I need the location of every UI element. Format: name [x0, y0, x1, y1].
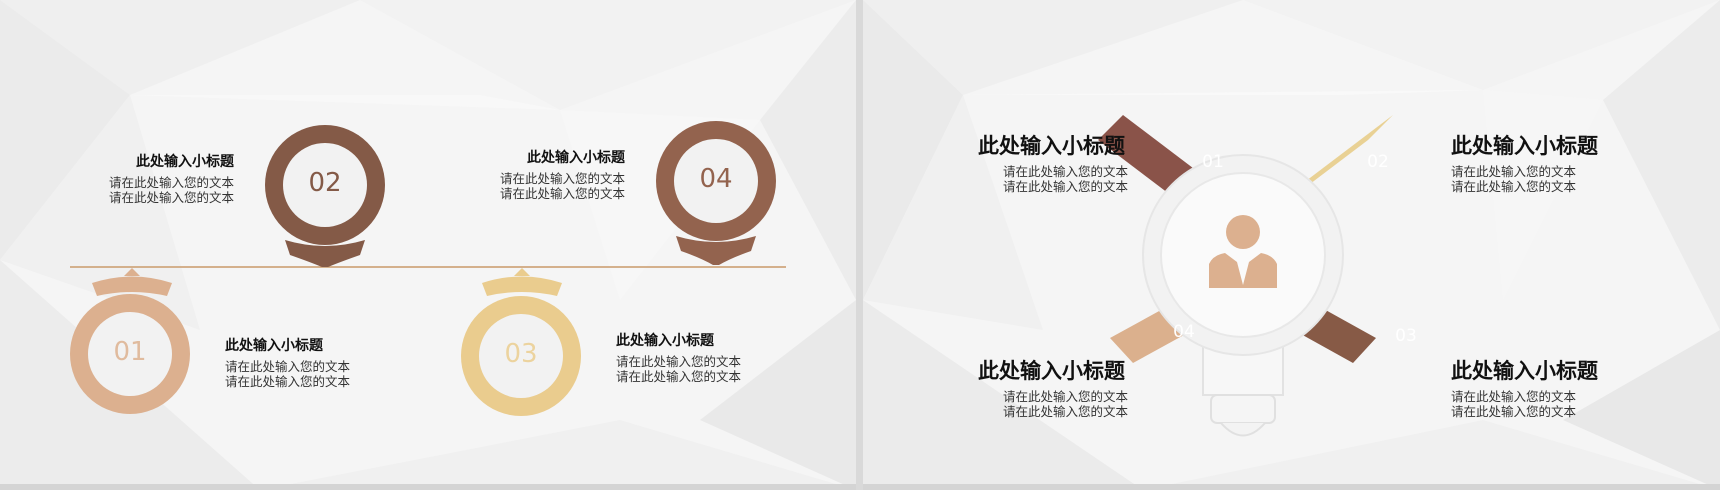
slide-lightbulb: 01 02 03 04 此处输入小标题 请在此处输入您的文本 请在此处输入您的文…: [863, 0, 1720, 490]
center-disc: [1160, 172, 1326, 338]
marker-02: [265, 125, 385, 267]
body-line: 请在此处输入您的文本: [225, 359, 351, 374]
body-line: 请在此处输入您的文本: [225, 374, 351, 389]
step-number-04: 04: [699, 164, 733, 194]
body-line: 请在此处输入您的文本: [1451, 389, 1577, 404]
subtitle-04: 此处输入小标题: [527, 150, 625, 166]
subtitle-01: 此处输入小标题: [978, 134, 1125, 158]
arm-number-01: 01: [1202, 152, 1224, 172]
subtitle-04: 此处输入小标题: [978, 359, 1125, 383]
text-block-04: 此处输入小标题 请在此处输入您的文本 请在此处输入您的文本: [497, 147, 625, 201]
body-line: 请在此处输入您的文本: [1451, 404, 1577, 419]
text-block-04: 此处输入小标题 请在此处输入您的文本 请在此处输入您的文本: [978, 355, 1138, 419]
body-line: 请在此处输入您的文本: [499, 186, 625, 201]
step-number-02: 02: [308, 168, 342, 198]
body-line: 请在此处输入您的文本: [108, 175, 234, 190]
step-number-03: 03: [504, 339, 538, 369]
body-line: 请在此处输入您的文本: [616, 354, 742, 369]
arm-number-02: 02: [1367, 152, 1389, 172]
text-block-03: 此处输入小标题 请在此处输入您的文本 请在此处输入您的文本: [616, 330, 741, 384]
arm-number-03: 03: [1395, 326, 1417, 346]
marker-04: [656, 121, 776, 265]
subtitle-03: 此处输入小标题: [616, 333, 714, 349]
subtitle-01: 此处输入小标题: [225, 338, 323, 354]
body-line: 请在此处输入您的文本: [499, 171, 625, 186]
slide-timeline: 02 04 01 03 此处输入小标题 请在此处输入您的文本 请在此处输入您的文…: [0, 0, 856, 490]
lowpoly-background: [863, 0, 1720, 490]
body-line: 请在此处输入您的文本: [1451, 179, 1577, 194]
text-block-03: 此处输入小标题 请在此处输入您的文本 请在此处输入您的文本: [1451, 355, 1611, 419]
body-line: 请在此处输入您的文本: [1003, 404, 1129, 419]
lightbulb-base: [1210, 394, 1276, 424]
marker-03: [461, 268, 581, 416]
body-line: 请在此处输入您的文本: [1451, 164, 1577, 179]
text-block-01: 此处输入小标题 请在此处输入您的文本 请在此处输入您的文本: [978, 130, 1138, 194]
lightbulb-diagram: [1098, 115, 1393, 437]
body-line: 请在此处输入您的文本: [1003, 164, 1129, 179]
marker-01: [70, 268, 190, 414]
text-block-01: 此处输入小标题 请在此处输入您的文本 请在此处输入您的文本: [225, 335, 350, 389]
body-line: 请在此处输入您的文本: [1003, 179, 1129, 194]
body-line: 请在此处输入您的文本: [108, 190, 234, 205]
person-icon: [1209, 215, 1277, 288]
arm-number-04: 04: [1173, 322, 1195, 342]
step-number-01: 01: [113, 337, 147, 367]
body-line: 请在此处输入您的文本: [1003, 389, 1129, 404]
timeline-graphics: [70, 121, 786, 416]
text-block-02: 此处输入小标题 请在此处输入您的文本 请在此处输入您的文本: [1451, 130, 1611, 194]
subtitle-02: 此处输入小标题: [136, 154, 234, 170]
body-line: 请在此处输入您的文本: [616, 369, 742, 384]
subtitle-02: 此处输入小标题: [1451, 134, 1598, 158]
text-block-02: 此处输入小标题 请在此处输入您的文本 请在此处输入您的文本: [106, 151, 234, 205]
subtitle-03: 此处输入小标题: [1451, 359, 1598, 383]
